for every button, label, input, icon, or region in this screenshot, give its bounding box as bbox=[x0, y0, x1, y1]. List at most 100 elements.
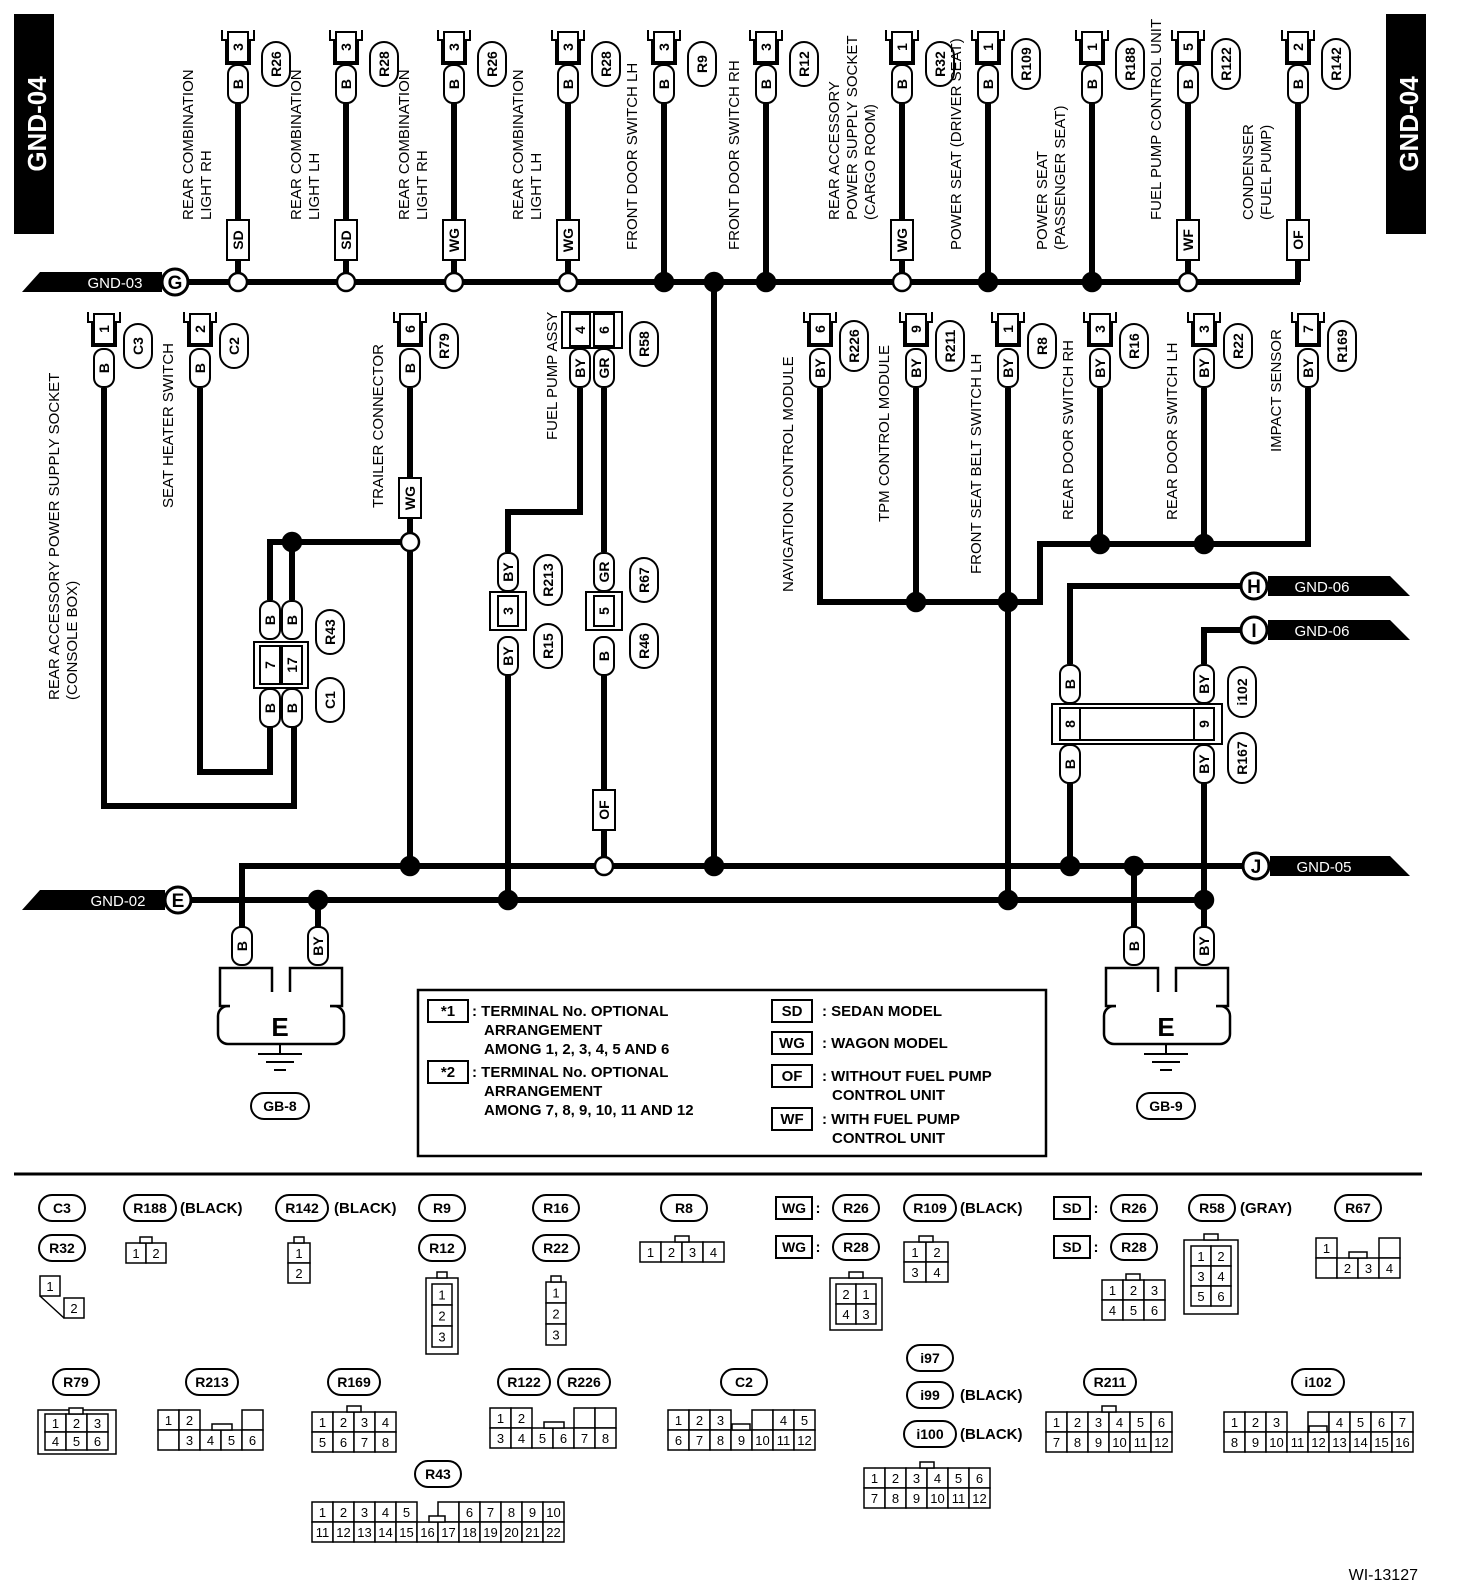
connector-id-text: R28 bbox=[1121, 1239, 1147, 1255]
cavity-number: 6 bbox=[340, 1435, 347, 1450]
cavity-number: 4 bbox=[780, 1413, 787, 1428]
terminal-box: 3 bbox=[755, 31, 777, 63]
connector-id-oval: R122 bbox=[497, 1368, 551, 1396]
svg-text:GND-04: GND-04 bbox=[1394, 76, 1424, 172]
connector-id-text: R12 bbox=[796, 51, 812, 77]
svg-text:E: E bbox=[172, 891, 185, 912]
cavity-number: 3 bbox=[862, 1307, 869, 1322]
terminal-box: 9 bbox=[1193, 707, 1215, 741]
cavity-number: 6 bbox=[466, 1505, 473, 1520]
connector-id-oval: C3 bbox=[38, 1194, 86, 1222]
cavity-number: 5 bbox=[801, 1413, 808, 1428]
terminal-number: 6 bbox=[596, 326, 612, 334]
connector-id-oval: R226 bbox=[557, 1368, 611, 1396]
cavity-number: 2 bbox=[73, 1416, 80, 1431]
terminal-box: 3 bbox=[497, 595, 519, 627]
connector-id-text: R79 bbox=[436, 333, 452, 359]
svg-text:GND-06: GND-06 bbox=[1294, 623, 1349, 640]
cavity-number: 3 bbox=[911, 1265, 918, 1280]
terminal-number: 5 bbox=[596, 607, 612, 615]
wire-color-text: B bbox=[230, 79, 246, 89]
connector-id-text: R58 bbox=[636, 331, 652, 357]
variant-box: SD bbox=[1053, 1196, 1091, 1220]
cavity-number: 4 bbox=[1336, 1415, 1343, 1430]
cavity-number: 10 bbox=[1269, 1435, 1283, 1450]
cavity-number: 9 bbox=[738, 1433, 745, 1448]
component-label: REAR COMBINATION bbox=[510, 69, 527, 220]
connector-id-text: R26 bbox=[1121, 1200, 1147, 1216]
cavity-number: 8 bbox=[508, 1505, 515, 1520]
wire-color-tag: BY bbox=[905, 348, 927, 388]
wire-color-text: B bbox=[284, 615, 300, 625]
cavity-number: 21 bbox=[525, 1525, 539, 1540]
cavity-number: 2 bbox=[70, 1301, 77, 1316]
legend-text: : TERMINAL No. OPTIONAL bbox=[472, 1064, 668, 1081]
variant-box: WF bbox=[1176, 219, 1200, 261]
cavity-number: 14 bbox=[378, 1525, 392, 1540]
cavity-number: 1 bbox=[46, 1279, 53, 1294]
wire-color-text: B bbox=[262, 615, 278, 625]
cavity-number: 3 bbox=[717, 1413, 724, 1428]
terminal-box: 1 bbox=[1081, 31, 1103, 63]
connector-id-text: R211 bbox=[942, 329, 958, 362]
lock-tab bbox=[293, 1236, 305, 1244]
connector-id-text: R79 bbox=[63, 1374, 89, 1390]
component-label: REAR COMBINATION bbox=[288, 69, 305, 220]
connector-id-text: R169 bbox=[337, 1374, 371, 1390]
variant-code: SD bbox=[338, 230, 354, 249]
cavity-number: 1 bbox=[295, 1246, 302, 1261]
connector-id-oval: R169 bbox=[327, 1368, 381, 1396]
terminal-box: 3 bbox=[1089, 313, 1111, 345]
terminal-number: 1 bbox=[1000, 325, 1016, 333]
variant-code: WF bbox=[1180, 229, 1196, 251]
wire-color-tag: GR bbox=[593, 348, 615, 388]
wire-color-text: BY bbox=[1196, 936, 1212, 956]
wire-color-tag: B bbox=[259, 600, 281, 640]
wire-color-text: BY bbox=[1300, 358, 1316, 378]
cavity-number: 12 bbox=[336, 1525, 350, 1540]
cavity-number: 15 bbox=[399, 1525, 413, 1540]
wire-color-tag: B bbox=[231, 926, 253, 966]
cavity-number: 3 bbox=[1095, 1415, 1102, 1430]
cavity-number: 6 bbox=[675, 1433, 682, 1448]
terminal-box: 3 bbox=[557, 31, 579, 63]
cavity-number: 1 bbox=[911, 1245, 918, 1260]
cavity-number: 7 bbox=[361, 1435, 368, 1450]
cavity-number: 19 bbox=[483, 1525, 497, 1540]
lock-tab bbox=[428, 1515, 446, 1523]
cavity-number: 6 bbox=[560, 1431, 567, 1446]
connector-id-oval: R26 bbox=[832, 1194, 880, 1222]
connector-face: 123 bbox=[545, 1281, 567, 1346]
legend-mark: *1 bbox=[441, 1003, 455, 1020]
svg-text:GND-03: GND-03 bbox=[87, 275, 142, 292]
terminal-number: 3 bbox=[446, 43, 462, 51]
connector-id-text: R122 bbox=[507, 1374, 541, 1390]
terminal-number: 8 bbox=[1062, 720, 1078, 728]
cavity-number: 2 bbox=[668, 1245, 675, 1260]
wire-color-text: BY bbox=[908, 358, 924, 378]
connector-id-text: R211 bbox=[1094, 1374, 1127, 1390]
wire-color-tag: B bbox=[1287, 64, 1309, 104]
connector-id-text: R226 bbox=[567, 1374, 601, 1390]
wire-color-tag: B bbox=[755, 64, 777, 104]
legend-text: CONTROL UNIT bbox=[832, 1130, 945, 1147]
cavity-number: 7 bbox=[581, 1431, 588, 1446]
cavity-number: 7 bbox=[1399, 1415, 1406, 1430]
cavity-number: 1 bbox=[438, 1288, 445, 1303]
terminal-number: 3 bbox=[230, 43, 246, 51]
connector-id-text: R32 bbox=[49, 1240, 75, 1256]
lock-tab bbox=[919, 1461, 935, 1469]
wire-color-text: B bbox=[758, 79, 774, 89]
terminal-number: 1 bbox=[1084, 43, 1100, 51]
lock-tab bbox=[211, 1423, 233, 1431]
cavity-number: 2 bbox=[295, 1266, 302, 1281]
